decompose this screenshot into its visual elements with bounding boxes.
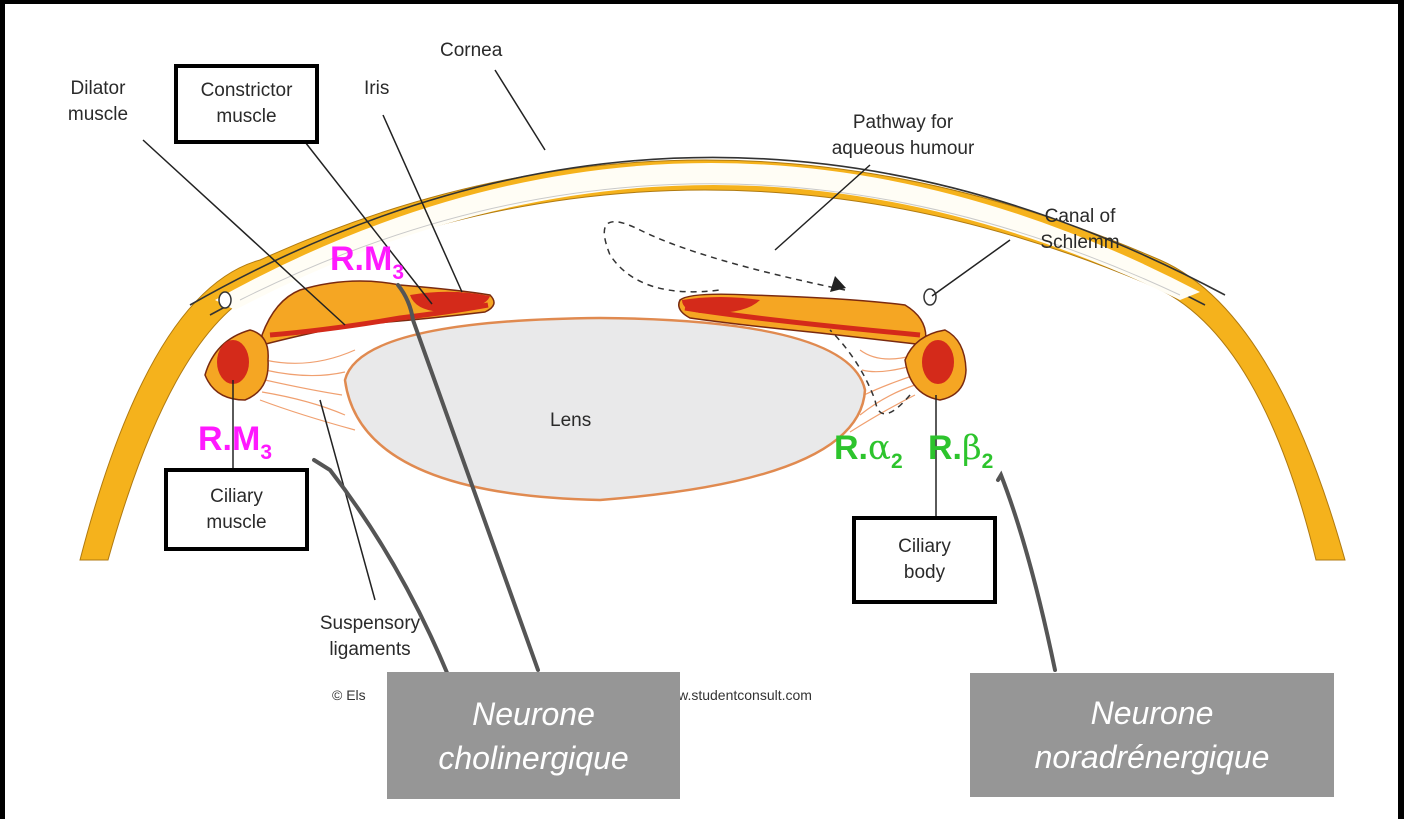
constrictor-line1: Constrictor [201, 78, 293, 104]
ciliary-body-box: Ciliary body [852, 516, 997, 604]
suspensory-line1: Suspensory [300, 611, 440, 637]
ciliary-muscle-receptor-sub: 3 [260, 441, 272, 464]
noradrenergic-line1: Neurone [970, 691, 1334, 735]
cholinergic-line2: cholinergique [387, 736, 680, 780]
ciliary-body-line1: Ciliary [898, 534, 951, 560]
canal-line1: Canal of [1025, 204, 1135, 230]
dilator-line2: muscle [58, 102, 138, 128]
dilator-muscle-label: Dilator muscle [58, 76, 138, 128]
ciliary-muscle-line2: muscle [206, 510, 266, 536]
ciliary-body-line2: body [898, 560, 951, 586]
lens-label: Lens [550, 408, 591, 434]
ciliary-right-muscle [922, 340, 954, 384]
credit-left: © Els [332, 687, 366, 703]
beta2-prefix: R. [928, 429, 962, 467]
canal-of-schlemm-label: Canal of Schlemm [1025, 204, 1135, 256]
constrictor-line2: muscle [201, 104, 293, 130]
credit-right: ww.studentconsult.com [668, 687, 812, 703]
noradrenergic-line2: noradrénergique [970, 735, 1334, 779]
pathway-label: Pathway for aqueous humour [818, 110, 988, 162]
iris-label: Iris [364, 76, 389, 102]
ciliary-left-muscle [217, 340, 249, 384]
noradrenergic-neuron-box: Neurone noradrénergique [970, 673, 1334, 797]
pathway-line1: Pathway for [818, 110, 988, 136]
beta2-receptor-label: R.β2 [928, 428, 993, 474]
alpha2-receptor-label: R.α2 [834, 428, 903, 474]
iris-receptor-prefix: R.M [330, 240, 392, 278]
pathway-line2: aqueous humour [818, 136, 988, 162]
ciliary-muscle-receptor-label: R.M3 [198, 420, 272, 465]
beta2-sub: 2 [982, 450, 994, 473]
canal-line2: Schlemm [1025, 230, 1135, 256]
canal-left [219, 292, 231, 308]
ciliary-muscle-receptor-prefix: R.M [198, 420, 260, 458]
cholinergic-line1: Neurone [387, 692, 680, 736]
canal-right [924, 289, 936, 305]
iris-receptor-sub: 3 [392, 261, 404, 284]
suspensory-line2: ligaments [300, 637, 440, 663]
ciliary-muscle-box: Ciliary muscle [164, 468, 309, 551]
alpha-symbol: α [868, 428, 891, 468]
constrictor-muscle-box: Constrictor muscle [174, 64, 319, 144]
alpha2-prefix: R. [834, 429, 868, 467]
alpha2-sub: 2 [891, 450, 903, 473]
beta-symbol: β [962, 428, 982, 468]
iris-receptor-label: R.M3 [330, 240, 404, 285]
cholinergic-neuron-box: Neurone cholinergique [387, 672, 680, 799]
ciliary-muscle-line1: Ciliary [206, 484, 266, 510]
suspensory-ligaments-label: Suspensory ligaments [300, 611, 440, 663]
cornea-label: Cornea [440, 38, 502, 64]
dilator-line1: Dilator [58, 76, 138, 102]
